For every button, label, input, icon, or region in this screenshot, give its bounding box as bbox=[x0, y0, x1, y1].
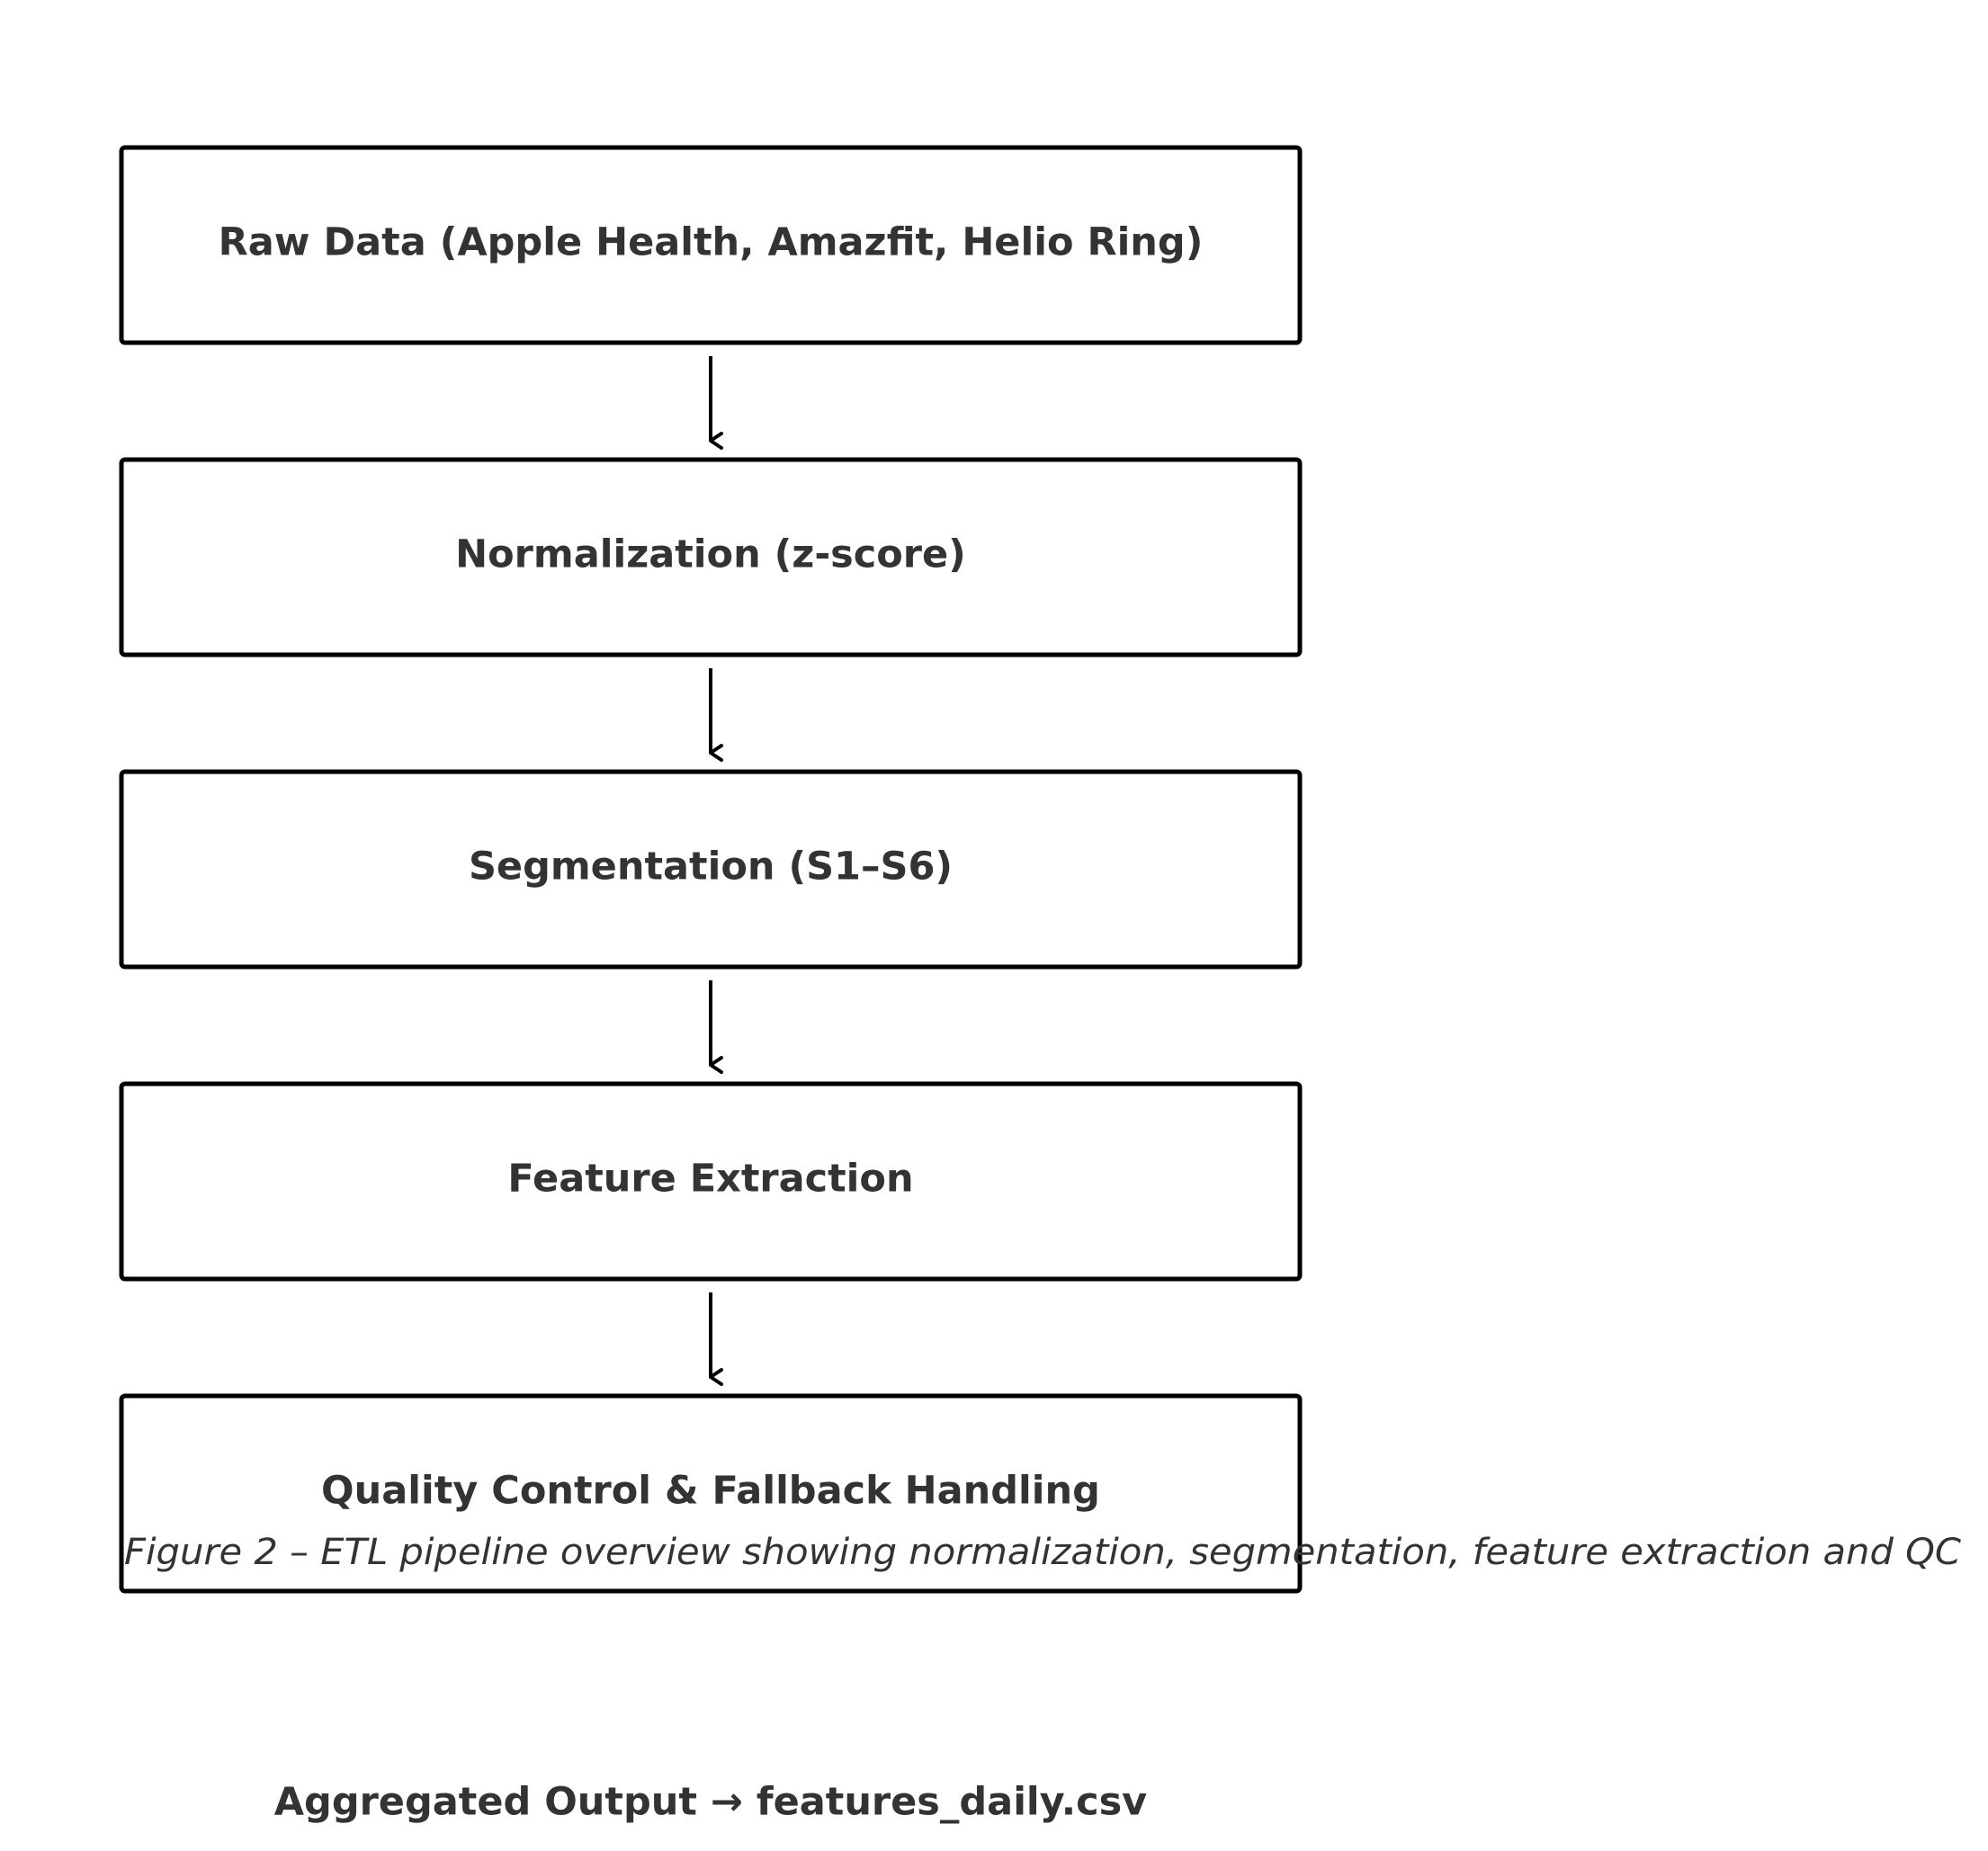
step-box bbox=[119, 457, 1303, 657]
pipeline-step-feature-extraction: Feature Extraction bbox=[119, 1081, 1303, 1282]
step-box bbox=[119, 1081, 1303, 1282]
step-label: Quality Control & Fallback Handling bbox=[321, 1469, 1100, 1514]
step-label: Feature Extraction bbox=[507, 1157, 913, 1202]
step-box bbox=[119, 769, 1303, 970]
pipeline-step-normalization: Normalization (z-score) bbox=[119, 457, 1303, 657]
pipeline-step-segmentation: Segmentation (S1–S6) bbox=[119, 769, 1303, 970]
step-box bbox=[119, 1393, 1303, 1594]
step-box bbox=[119, 145, 1303, 345]
pipeline-step-raw-data: Raw Data (Apple Health, Amazfit, Helio R… bbox=[119, 145, 1303, 345]
output-label: Aggregated Output → features_daily.csv bbox=[274, 1780, 1147, 1825]
step-label: Segmentation (S1–S6) bbox=[469, 845, 953, 890]
step-label: Raw Data (Apple Health, Amazfit, Helio R… bbox=[219, 220, 1204, 265]
pipeline-step-quality-control: Quality Control & Fallback Handling bbox=[119, 1393, 1303, 1594]
step-label: Normalization (z-score) bbox=[455, 532, 966, 577]
figure-caption: Figure 2 – ETL pipeline overview showing… bbox=[124, 1532, 1961, 1573]
